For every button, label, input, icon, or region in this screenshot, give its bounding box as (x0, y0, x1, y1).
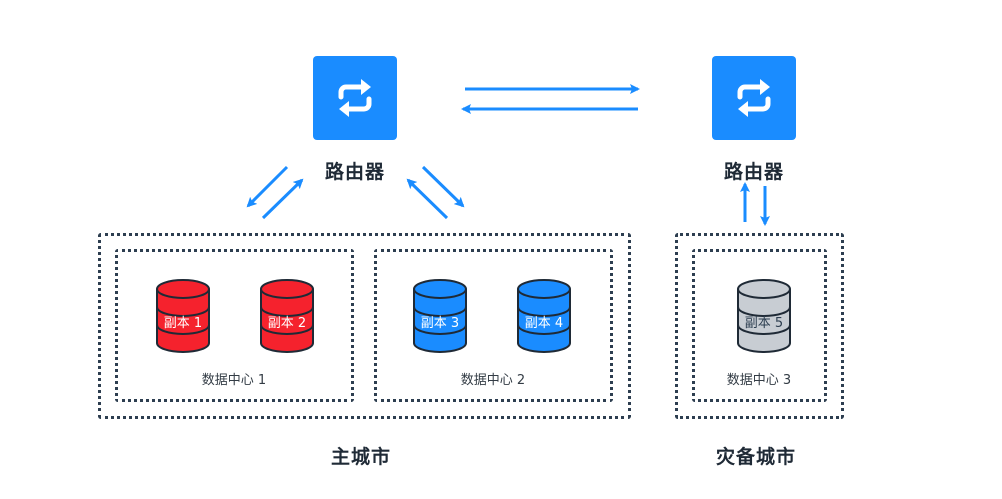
arrow-dc2-to-router1 (406, 178, 449, 220)
datacenter-3-boundary (692, 249, 827, 402)
replica-label: 副本 5 (744, 316, 784, 331)
arrow-router1-to-dc2 (421, 165, 465, 208)
router-1-label: 路由器 (324, 161, 385, 183)
dr-city-label: 灾备城市 (715, 446, 796, 468)
database-cylinder-icon (517, 279, 571, 353)
router-2[interactable] (712, 56, 796, 140)
main-city-label: 主城市 (330, 446, 391, 468)
router-2-label: 路由器 (723, 161, 784, 183)
datacenter-1-boundary (115, 249, 354, 402)
database-cylinder-icon (737, 279, 791, 353)
replica-4[interactable]: 副本 4 (516, 279, 572, 359)
replica-5[interactable]: 副本 5 (736, 279, 792, 359)
datacenter-1-label: 数据中心 1 (201, 373, 267, 388)
replica-label: 副本 4 (524, 316, 564, 331)
repeat-arrows-icon (737, 79, 771, 117)
arrow-dc1-to-router1 (261, 178, 304, 220)
replica-label: 副本 3 (420, 316, 460, 331)
datacenter-3-label: 数据中心 3 (726, 373, 792, 388)
datacenter-2-label: 数据中心 2 (460, 373, 526, 388)
dr-city-boundary (675, 233, 844, 419)
arrow-router1-to-dc1 (246, 165, 289, 208)
database-cylinder-icon (156, 279, 210, 353)
replica-3[interactable]: 副本 3 (412, 279, 468, 359)
database-cylinder-icon (413, 279, 467, 353)
replica-label: 副本 1 (163, 316, 203, 331)
database-cylinder-icon (260, 279, 314, 353)
replica-2[interactable]: 副本 2 (259, 279, 315, 359)
router-1[interactable] (313, 56, 397, 140)
main-city-boundary (98, 233, 631, 419)
replica-1[interactable]: 副本 1 (155, 279, 211, 359)
datacenter-2-boundary (374, 249, 613, 402)
repeat-arrows-icon (338, 79, 372, 117)
replica-label: 副本 2 (267, 316, 307, 331)
